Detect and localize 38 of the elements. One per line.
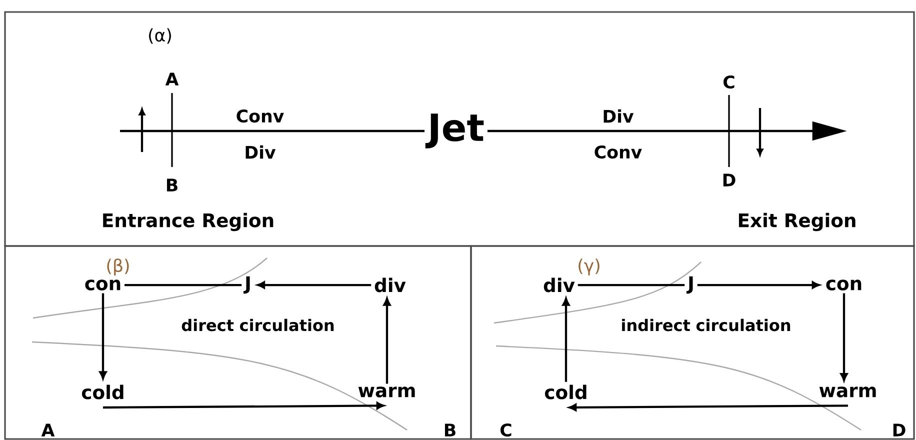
connector-line bbox=[124, 284, 242, 286]
corner-letter: D bbox=[893, 424, 906, 436]
node-label: cold bbox=[544, 384, 586, 400]
arrow bbox=[568, 404, 848, 412]
arrow bbox=[99, 293, 107, 380]
region-label: Div bbox=[604, 109, 634, 123]
corner-letter: B bbox=[445, 424, 456, 436]
region-label: Conv bbox=[594, 145, 642, 159]
node-label: warm bbox=[819, 386, 876, 398]
arrow bbox=[103, 402, 384, 410]
arrow bbox=[257, 281, 372, 289]
arrow bbox=[840, 293, 848, 381]
letter-label: C bbox=[724, 75, 734, 89]
region-title: Exit Region bbox=[738, 212, 856, 232]
letter-label: B bbox=[167, 178, 178, 192]
letter-label: A bbox=[165, 72, 179, 86]
node-label: J bbox=[244, 276, 250, 294]
node-label: con bbox=[826, 280, 862, 290]
node-label: J bbox=[686, 276, 693, 294]
node-label: warm bbox=[358, 386, 415, 398]
arrow bbox=[562, 298, 570, 382]
arrow bbox=[697, 281, 820, 289]
letter-label: D bbox=[723, 174, 736, 186]
node-label: div bbox=[374, 278, 406, 292]
corner-letter: C bbox=[500, 423, 512, 437]
connector-line bbox=[120, 130, 425, 132]
connector-line bbox=[578, 284, 685, 286]
node-label: div bbox=[544, 278, 575, 292]
region-label: Conv bbox=[236, 109, 284, 123]
arrow bbox=[383, 298, 391, 384]
jet-label: Jet bbox=[425, 114, 484, 148]
node-label: cold bbox=[82, 384, 124, 400]
node-label: con bbox=[85, 280, 120, 290]
region-label: Div bbox=[246, 145, 276, 159]
corner-letter: A bbox=[41, 424, 55, 436]
circulation-label: indirect circulation bbox=[622, 318, 790, 332]
region-title: Entrance Region bbox=[103, 212, 274, 232]
circulation-label: direct circulation bbox=[182, 318, 334, 332]
